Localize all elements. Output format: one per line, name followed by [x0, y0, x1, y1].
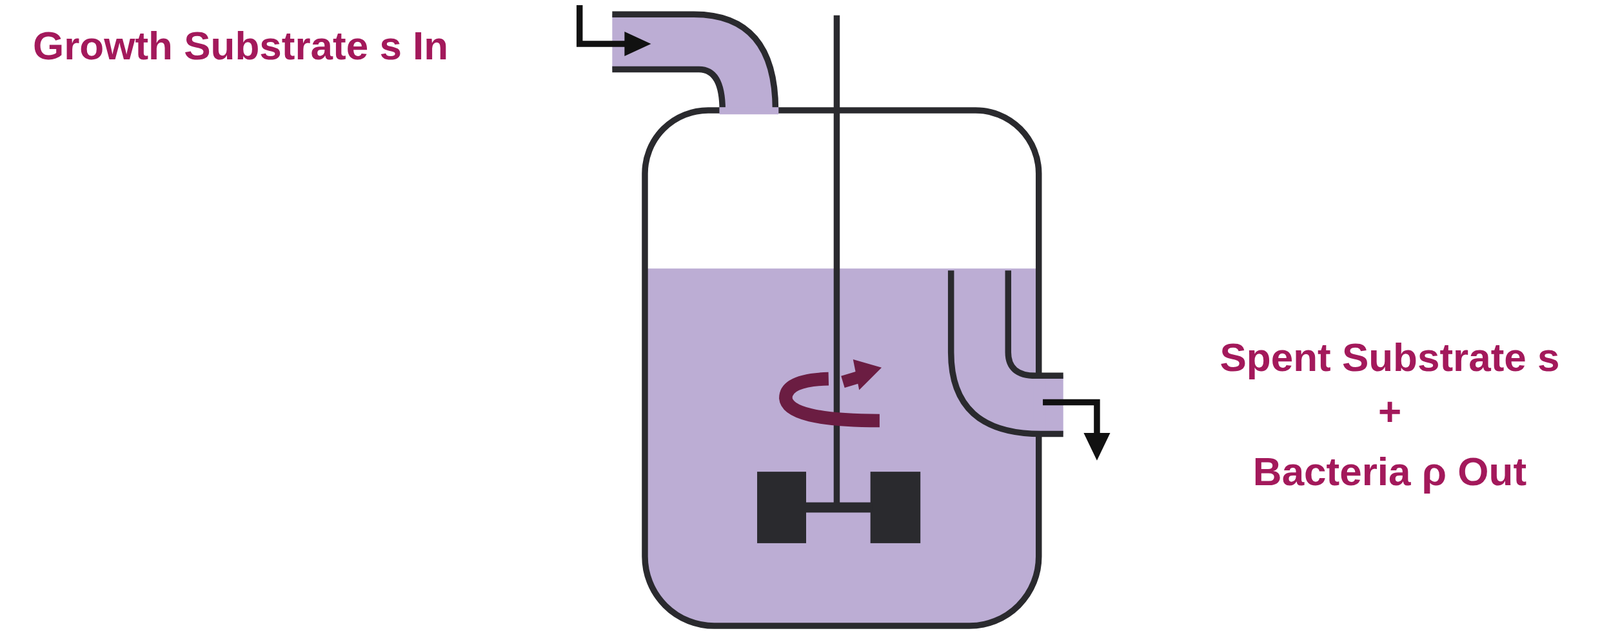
impeller-blade — [870, 471, 921, 544]
outlet-pipe-wall — [1007, 270, 1063, 376]
stirrer-shaft — [833, 15, 840, 506]
outlet-pipe-fill — [951, 270, 1064, 434]
outlet-pipe-wall — [951, 270, 1064, 434]
flow-label: Growth Substrate s In — [32, 23, 449, 68]
outflow-arrow — [1042, 402, 1097, 438]
rotation-arrow — [785, 378, 880, 421]
impeller-hub — [804, 502, 873, 513]
inlet-pipe-fill — [612, 14, 776, 114]
flow-label: Bacteria ρ Out — [1253, 449, 1527, 494]
flow-label: + — [1378, 389, 1402, 434]
impeller-blade — [757, 471, 807, 544]
inflow-arrowhead — [624, 31, 651, 57]
inlet-pipe-wall — [612, 14, 776, 111]
flow-label: Spent Substrate s — [1219, 335, 1560, 380]
inflow-arrow — [579, 5, 629, 44]
inlet-opening — [719, 107, 780, 115]
inlet-pipe-wall — [612, 69, 723, 111]
rotation-arrowhead — [853, 359, 882, 390]
outflow-arrowhead — [1083, 432, 1110, 461]
